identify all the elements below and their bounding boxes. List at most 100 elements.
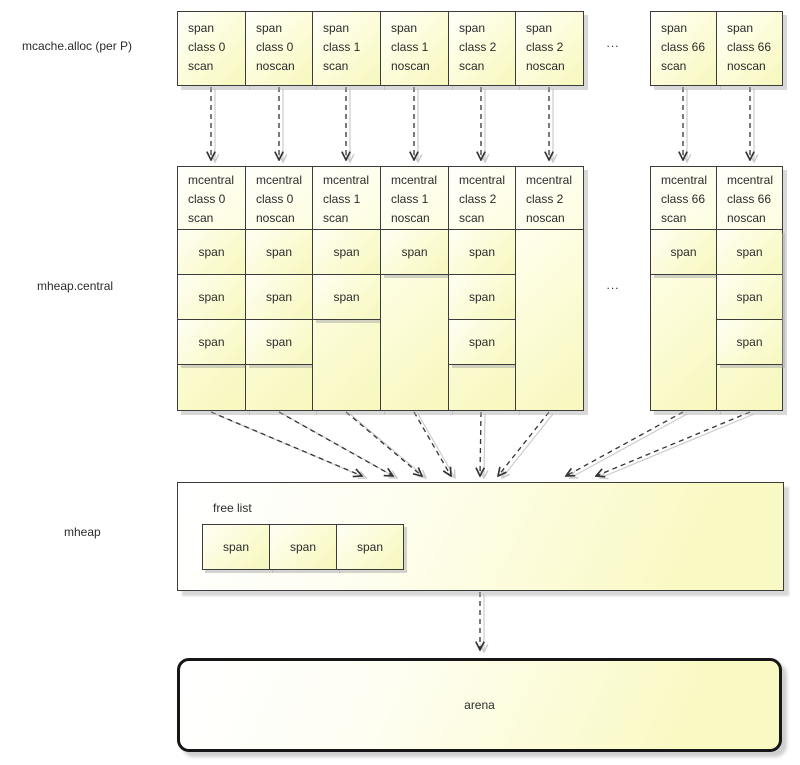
span-cell: span (313, 230, 380, 275)
mcentral-header-line: scan (661, 211, 687, 225)
mcentral-header-line: class 66 (661, 192, 706, 206)
mcentral-header: mcentral class 66 scan (651, 167, 716, 230)
mcache-box-line: span (526, 21, 553, 35)
arena-box: arena (177, 658, 782, 752)
mcache-box-line: class 2 (459, 40, 497, 54)
free-list-span: span (269, 524, 337, 570)
mcentral-header-line: noscan (256, 211, 295, 225)
mcache-box-line: class 66 (661, 40, 706, 54)
span-cell: span (651, 230, 716, 275)
mcache-box-line: span (256, 21, 283, 35)
edge-mcentral-2 (345, 411, 422, 476)
mcache-box-line: span (188, 21, 215, 35)
mcentral-header-line: class 2 (459, 192, 497, 206)
mcache-box-line: span (323, 21, 350, 35)
mcentral-header: mcentral class 66 noscan (717, 167, 782, 230)
mcache-box-line: noscan (526, 59, 565, 73)
mcentral-header: mcentral class 0 noscan (246, 167, 312, 230)
mcentral-header-line: mcentral (256, 173, 303, 187)
span-cell: span (178, 320, 245, 365)
edge-mcentral-7 (596, 411, 751, 476)
edge-mcentral-1 (278, 411, 393, 476)
mcentral-header-line: mcentral (727, 173, 774, 187)
mcache-box-class0-noscan: span class 0 noscan (245, 11, 313, 86)
mcache-box-line: span (391, 21, 418, 35)
mcentral-header-line: mcentral (188, 173, 235, 187)
span-cell: span (246, 230, 312, 275)
edge-mcentral-6 (566, 411, 684, 476)
mcache-box-line: span (661, 21, 688, 35)
span-cell: span (717, 230, 782, 275)
free-list-label: free list (213, 501, 252, 515)
mcentral-column-class2-scan: mcentral class 2 scan span span span (448, 166, 516, 411)
mcache-box-line: class 2 (526, 40, 564, 54)
mcentral-column-class66-noscan: mcentral class 66 noscan span span span (716, 166, 783, 411)
span-cell: span (381, 230, 448, 275)
free-list-span: span (336, 524, 404, 570)
mcentral-header-line: noscan (391, 211, 430, 225)
label-mcache-alloc: mcache.alloc (per P) (22, 39, 133, 53)
mcentral-column-class0-scan: mcentral class 0 scan span span span (177, 166, 246, 411)
span-cell: span (246, 275, 312, 320)
mcentral-header-line: scan (188, 211, 214, 225)
span-cell: span (717, 320, 782, 365)
mcache-box-line: scan (459, 59, 485, 73)
span-cell: span (313, 275, 380, 320)
mcache-box-class0-scan: span class 0 scan (177, 11, 246, 86)
mcentral-column-class1-noscan: mcentral class 1 noscan span (380, 166, 449, 411)
mcache-box-class1-noscan: span class 1 noscan (380, 11, 449, 86)
mcentral-header-line: mcentral (323, 173, 370, 187)
span-cell: span (449, 230, 515, 275)
mcentral-column-class2-noscan: mcentral class 2 noscan (515, 166, 584, 411)
mcentral-header-line: mcentral (661, 173, 708, 187)
mcache-box-class66-scan: span class 66 scan (650, 11, 717, 86)
mcache-box-line: class 0 (188, 40, 226, 54)
mcentral-column-class66-scan: mcentral class 66 scan span (650, 166, 717, 411)
mcache-box-line: class 1 (323, 40, 361, 54)
mcentral-header-line: class 1 (323, 192, 361, 206)
mcentral-header: mcentral class 0 scan (178, 167, 245, 230)
mcentral-header-line: noscan (727, 211, 766, 225)
span-cell: span (449, 275, 515, 320)
span-cell: span (178, 275, 245, 320)
mcache-box-line: span (459, 21, 486, 35)
label-mheap-central: mheap.central (37, 279, 114, 293)
mcache-box-class1-scan: span class 1 scan (312, 11, 381, 86)
mcentral-header-line: class 1 (391, 192, 429, 206)
mcentral-header-line: class 0 (188, 192, 226, 206)
mcentral-header: mcentral class 1 scan (313, 167, 380, 230)
mcache-ellipsis: ... (606, 36, 620, 50)
mcentral-header-line: class 0 (256, 192, 294, 206)
mcache-box-class2-noscan: span class 2 noscan (515, 11, 584, 86)
mcache-box-line: noscan (256, 59, 295, 73)
mheap-box: free list span span span (177, 482, 784, 591)
mcentral-ellipsis: ... (606, 278, 620, 292)
span-cell: span (717, 275, 782, 320)
mcache-box-line: noscan (727, 59, 766, 73)
mcache-box-line: class 1 (391, 40, 429, 54)
edge-mcentral-3 (413, 411, 451, 476)
mcentral-header-line: noscan (526, 211, 565, 225)
mcentral-header-line: mcentral (391, 173, 438, 187)
edge-mcentral-0 (210, 411, 362, 476)
free-list-span: span (202, 524, 270, 570)
mcentral-header-line: mcentral (526, 173, 573, 187)
mcentral-column-class1-scan: mcentral class 1 scan span span (312, 166, 381, 411)
mcentral-column-class0-noscan: mcentral class 0 noscan span span span (245, 166, 313, 411)
mcache-box-line: scan (188, 59, 214, 73)
mcache-box-line: span (727, 21, 754, 35)
span-cell: span (449, 320, 515, 365)
mcache-box-line: scan (323, 59, 349, 73)
mcentral-header: mcentral class 2 noscan (516, 167, 583, 230)
mcache-box-line: scan (661, 59, 687, 73)
mcache-box-line: noscan (391, 59, 430, 73)
mcentral-header-line: class 66 (727, 192, 772, 206)
mcache-box-class66-noscan: span class 66 noscan (716, 11, 783, 86)
span-cell: span (178, 230, 245, 275)
edge-mcentral-4 (480, 411, 481, 476)
mcentral-header-line: mcentral (459, 173, 506, 187)
mcache-box-line: class 66 (727, 40, 772, 54)
mcentral-header-line: scan (323, 211, 349, 225)
mcentral-header-line: scan (459, 211, 485, 225)
